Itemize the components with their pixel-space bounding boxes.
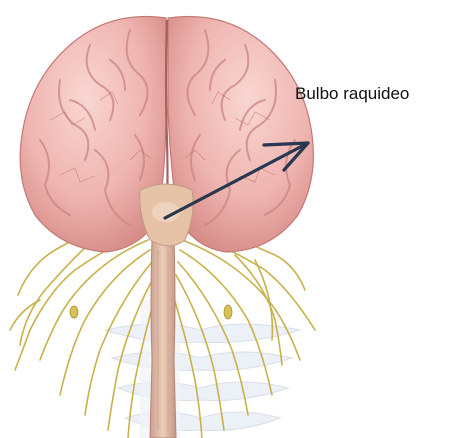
- longitudinal-fissure: [166, 20, 168, 205]
- spinal-cord: [150, 240, 176, 438]
- annotation-label: Bulbo raquideo: [295, 84, 409, 104]
